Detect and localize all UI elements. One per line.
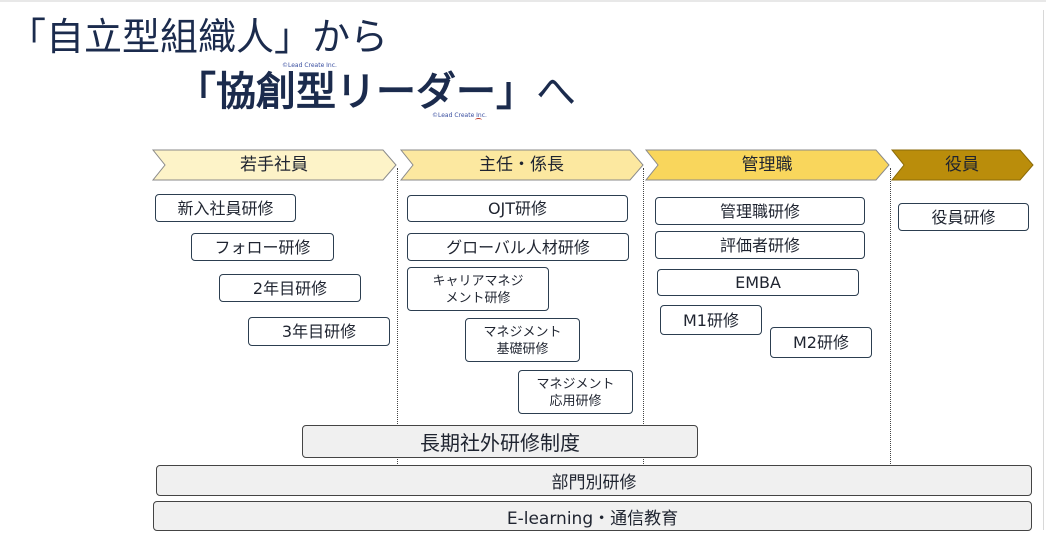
training-management-basic: マネジメント 基礎研修 (465, 318, 580, 362)
title-line-2: 「協創型リーダー」へ (176, 68, 576, 116)
watermark-2: ©Lead Create Inc. (432, 112, 487, 119)
mgmt-basic-line-1: マネジメント (483, 324, 562, 340)
top-border (0, 0, 1046, 2)
lane-arrow-manager (644, 149, 890, 181)
training-new-employee: 新入社員研修 (155, 194, 296, 222)
lane-arrow-chief (399, 149, 644, 181)
career-line-2: メント研修 (445, 290, 511, 306)
training-second-year: 2年目研修 (219, 274, 361, 302)
training-career-management: キャリアマネジ メント研修 (407, 267, 549, 311)
training-third-year: 3年目研修 (248, 317, 390, 346)
career-line-1: キャリアマネジ (432, 273, 524, 289)
training-emba: EMBA (657, 269, 859, 296)
title-line-1: 「自立型組織人」から (8, 15, 389, 59)
training-evaluator: 評価者研修 (655, 231, 865, 259)
training-ojt: OJT研修 (407, 195, 628, 222)
lane-arrow-young (151, 149, 397, 181)
training-global-talent: グローバル人材研修 (407, 233, 629, 261)
band-elearning: E-learning・通信教育 (153, 501, 1032, 531)
lane-divider-2 (643, 168, 644, 464)
title-line-2-bold: 「協創型リーダー」 (176, 69, 536, 115)
training-executive: 役員研修 (898, 203, 1029, 231)
right-border (1043, 10, 1044, 530)
lane-label-young: 若手社員 (240, 155, 308, 175)
mgmt-applied-line-1: マネジメント (536, 376, 615, 392)
lane-label-manager: 管理職 (741, 155, 793, 175)
lane-label-chief: 主任・係長 (479, 155, 564, 175)
mgmt-basic-line-2: 基礎研修 (496, 341, 549, 357)
title-line-2-tail: へ (536, 69, 576, 115)
training-follow-up: フォロー研修 (191, 233, 334, 261)
band-department: 部門別研修 (156, 465, 1032, 496)
training-manager: 管理職研修 (655, 197, 865, 225)
training-m1: M1研修 (660, 305, 762, 335)
lane-label-executive: 役員 (945, 155, 979, 175)
band-long-term-external: 長期社外研修制度 (302, 425, 698, 458)
lane-arrow-executive (890, 149, 1034, 181)
watermark-1: ©Lead Create Inc. (282, 62, 337, 69)
lane-divider-3 (890, 168, 891, 464)
training-management-applied: マネジメント 応用研修 (518, 370, 633, 414)
mgmt-applied-line-2: 応用研修 (549, 393, 602, 409)
lane-divider-1 (397, 168, 398, 464)
watermark-mark (475, 118, 482, 122)
training-m2: M2研修 (770, 327, 872, 358)
